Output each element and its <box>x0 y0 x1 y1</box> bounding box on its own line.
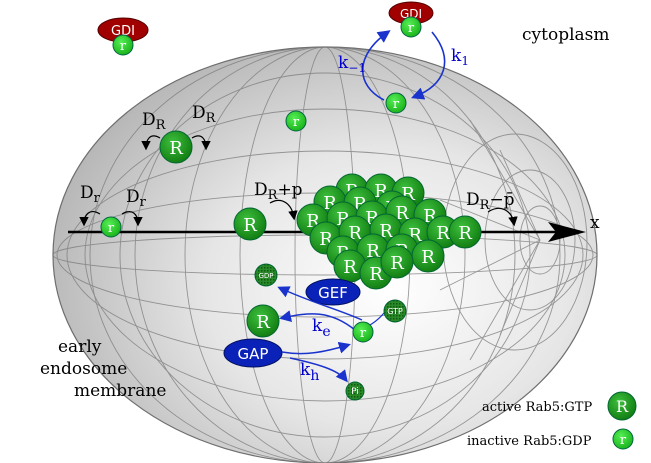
active-rab-advecting: R <box>233 207 267 241</box>
legend: active Rab5:GTP R inactive Rab5:GDP r <box>467 391 637 450</box>
arrow-gdp-release <box>277 286 363 321</box>
diffusion-DR-right: DR <box>192 103 217 126</box>
inactive-rab-membrane-mid: r <box>285 110 307 132</box>
inactive-rab-membrane-top: r <box>385 92 407 114</box>
axis-label-x: x <box>590 213 600 233</box>
arrow-kh <box>281 341 351 355</box>
rate-k-minus1: k−1 <box>338 53 366 75</box>
active-rab-glyph: R <box>369 264 383 285</box>
diffusion-arrow-r-right <box>121 211 143 227</box>
diffusion-arrow-r-left <box>79 211 101 227</box>
pi-particle: Pi <box>345 381 365 401</box>
diffusion-arrow-right <box>191 135 211 151</box>
inactive-rab-substrate: r <box>352 321 374 343</box>
legend-active-marker <box>607 391 637 421</box>
active-rab-glyph: R <box>616 397 629 416</box>
inactive-rab-glyph: r <box>360 326 367 341</box>
pi-label: Pi <box>351 387 359 397</box>
active-rab-glyph: R <box>343 257 357 278</box>
diffusion-Dr-left: Dr <box>80 183 101 206</box>
label-membrane-line1: early <box>58 337 102 357</box>
legend-active-label: active Rab5:GTP <box>482 400 592 415</box>
active-rab-product: R <box>246 304 280 338</box>
gtp-particle: GTP <box>383 299 407 323</box>
gef-label: GEF <box>318 284 348 302</box>
inactive-rab-glyph: r <box>620 433 627 448</box>
active-rab-glyph: R <box>395 203 409 224</box>
inactive-rab-glyph: r <box>120 39 127 54</box>
arrow-ke <box>279 310 356 331</box>
diffusion-arrow-left <box>141 135 161 151</box>
label-membrane-line3: membrane <box>74 381 166 401</box>
diffusion-Dr-right: Dr <box>126 187 147 210</box>
gtp-label: GTP <box>387 307 403 316</box>
active-rab-glyph: R <box>458 223 472 244</box>
active-rab-glyph: R <box>169 138 183 159</box>
active-rab-glyph: R <box>256 312 270 333</box>
label-membrane-line2: endosome <box>40 359 127 379</box>
inactive-rab-glyph: r <box>408 21 415 36</box>
gdp-label: GDP <box>258 272 273 280</box>
gdi-label: GDI <box>400 7 422 21</box>
diffusion-DR-minus-pbar: DR−p̄ <box>466 190 515 213</box>
active-rab-glyph: R <box>390 253 404 274</box>
inactive-rab-axis: r <box>100 216 122 238</box>
active-rab-diffusing: R <box>159 130 193 164</box>
diffusion-DR-plus-p: DR+p <box>254 180 303 203</box>
diffusion-DR-left: DR <box>142 110 167 133</box>
gef-enzyme: GEF <box>305 278 361 306</box>
drift-arrow-DR-plus-p <box>269 199 298 221</box>
cluster-active-rab <box>380 245 414 279</box>
inactive-rab-glyph: r <box>108 221 115 236</box>
active-rab-glyph: R <box>421 247 435 268</box>
rate-k1: k1 <box>451 46 469 68</box>
gap-label: GAP <box>238 345 269 363</box>
arrow-pi-release <box>289 357 348 383</box>
gap-enzyme: GAP <box>223 338 283 368</box>
gdp-particle: GDP <box>254 263 278 287</box>
active-rab-cluster: RRRRRRRRRRRRRRRRRRRRRRRR <box>296 173 482 290</box>
inactive-rab-glyph: r <box>393 97 400 112</box>
label-cytoplasm: cytoplasm <box>522 25 610 45</box>
active-rab-glyph: R <box>243 215 257 236</box>
active-rab-glyph: R <box>436 223 450 244</box>
cluster-active-rab <box>448 215 482 249</box>
arrow-k-minus1 <box>362 30 391 101</box>
x-axis-arrowhead <box>548 222 586 242</box>
inactive-rab-glyph: r <box>293 115 300 130</box>
rate-ke: ke <box>312 316 331 340</box>
gdi-complex-left: GDI r <box>97 17 149 56</box>
gdi-label: GDI <box>111 24 135 39</box>
legend-inactive-marker <box>612 428 634 450</box>
sphere-grid <box>53 47 597 463</box>
gdi-complex-top: GDI r <box>388 1 434 38</box>
arrow-k1 <box>411 31 446 100</box>
legend-inactive-label: inactive Rab5:GDP <box>467 434 592 449</box>
rate-kh: kh <box>300 360 319 384</box>
drift-arrow-DR-minus-pbar <box>487 207 518 227</box>
